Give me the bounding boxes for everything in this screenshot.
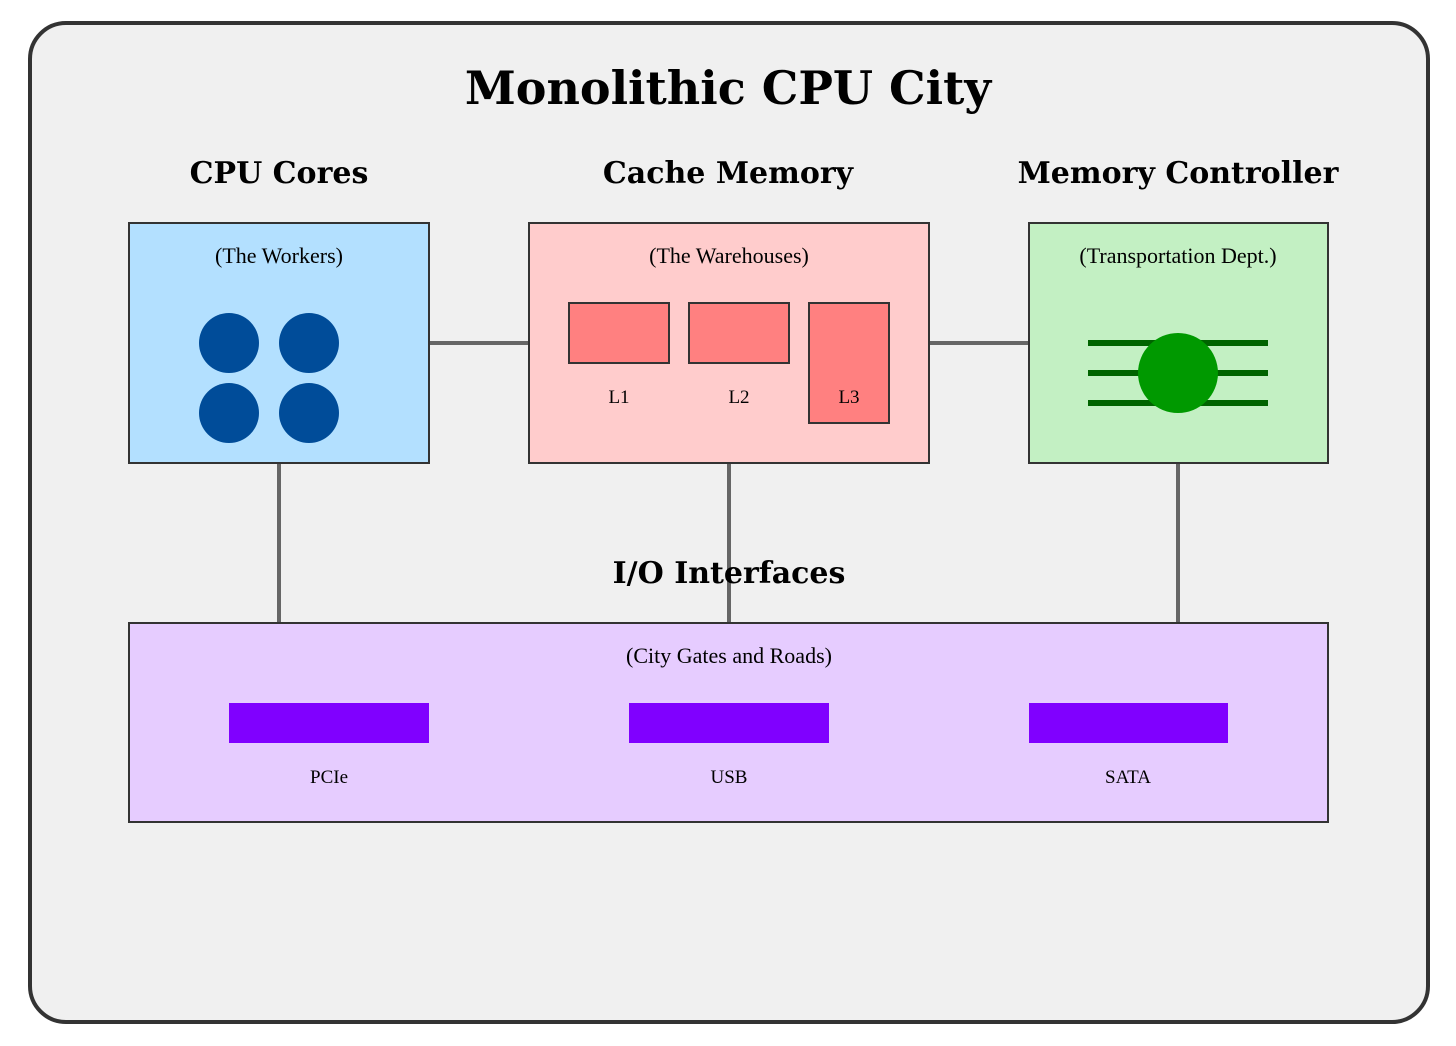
cpu-cores-subtitle: (The Workers) [215, 243, 343, 268]
cache-l1-label: L1 [608, 387, 629, 408]
io-interfaces-title: I/O Interfaces [613, 556, 846, 591]
diagram-title: Monolithic CPU City [465, 61, 993, 115]
io-port-sata [1029, 703, 1228, 743]
io-port-usb [629, 703, 829, 743]
cache-l3-block [808, 302, 890, 424]
cache-l2-block [688, 302, 790, 364]
memory-controller-title: Memory Controller [1018, 156, 1340, 191]
io-port-pcie [229, 703, 429, 743]
io-interfaces-box: (City Gates and Roads) PCIe USB SATA [128, 622, 1329, 823]
core-4 [279, 383, 339, 443]
io-port-sata-label: SATA [1105, 767, 1151, 788]
connectors [277, 341, 1180, 623]
memory-controller-subtitle: (Transportation Dept.) [1079, 243, 1276, 268]
cache-memory-box: (The Warehouses) L1 L2 L3 [528, 222, 930, 464]
cache-memory-title: Cache Memory [603, 156, 855, 191]
cache-l1-block [568, 302, 670, 364]
core-1 [199, 313, 259, 373]
cache-memory-subtitle: (The Warehouses) [649, 243, 809, 268]
memory-controller-hub [1138, 333, 1218, 413]
io-port-pcie-label: PCIe [310, 767, 348, 788]
core-3 [199, 383, 259, 443]
cache-l2-label: L2 [728, 387, 749, 408]
cpu-cores-title: CPU Cores [190, 156, 369, 191]
memory-controller-box: (Transportation Dept.) [1028, 222, 1329, 464]
io-port-usb-label: USB [711, 767, 748, 788]
core-2 [279, 313, 339, 373]
io-interfaces-subtitle: (City Gates and Roads) [626, 643, 832, 668]
cpu-cores-box: (The Workers) [128, 222, 430, 464]
cache-l3-label: L3 [838, 387, 859, 408]
